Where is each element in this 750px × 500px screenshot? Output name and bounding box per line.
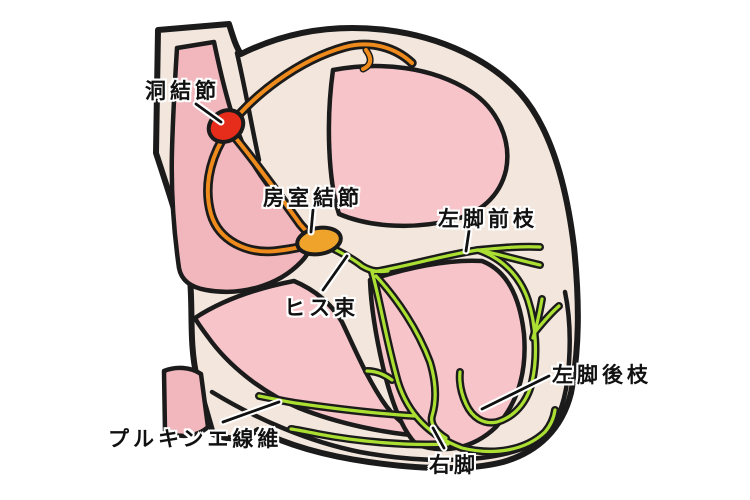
bachmann-branch-hook <box>361 48 373 71</box>
left-anterior-fascicle-pointer <box>464 229 471 253</box>
left-posterior-fascicle-path <box>458 248 538 425</box>
inferior-vena-cava <box>161 365 211 438</box>
label-purkinje-fibers: プルキンエ線維 <box>108 427 283 451</box>
av-node-shape <box>295 225 343 257</box>
label-his-bundle: ヒス束 <box>284 296 359 320</box>
label-av-node: 房室結節 <box>263 186 363 210</box>
his-bundle-pointer <box>321 254 349 292</box>
purkinje-fiber-path-1 <box>257 394 417 418</box>
left-posterior-fascicle-pointer <box>480 374 551 411</box>
label-pointers <box>192 100 553 452</box>
label-left-anterior-fascicle: 左脚前枝 <box>438 207 538 231</box>
label-sa-node: 洞結節 <box>145 79 220 103</box>
left-atrium <box>326 63 510 229</box>
label-left-posterior-fascicle: 左脚後枝 <box>552 363 652 387</box>
purkinje-fiber-path-2 <box>289 427 450 447</box>
av-node-pointer <box>309 208 315 234</box>
right-bundle-branch-path <box>370 270 557 454</box>
right-bundle-pointer <box>431 426 446 450</box>
purkinje-fiber-hook <box>365 369 394 382</box>
purkinje-pointer <box>221 400 281 424</box>
bachmann-bundle-path <box>226 42 414 130</box>
label-right-bundle-branch: 右脚 <box>429 453 479 477</box>
sa-node-pointer <box>194 102 223 124</box>
